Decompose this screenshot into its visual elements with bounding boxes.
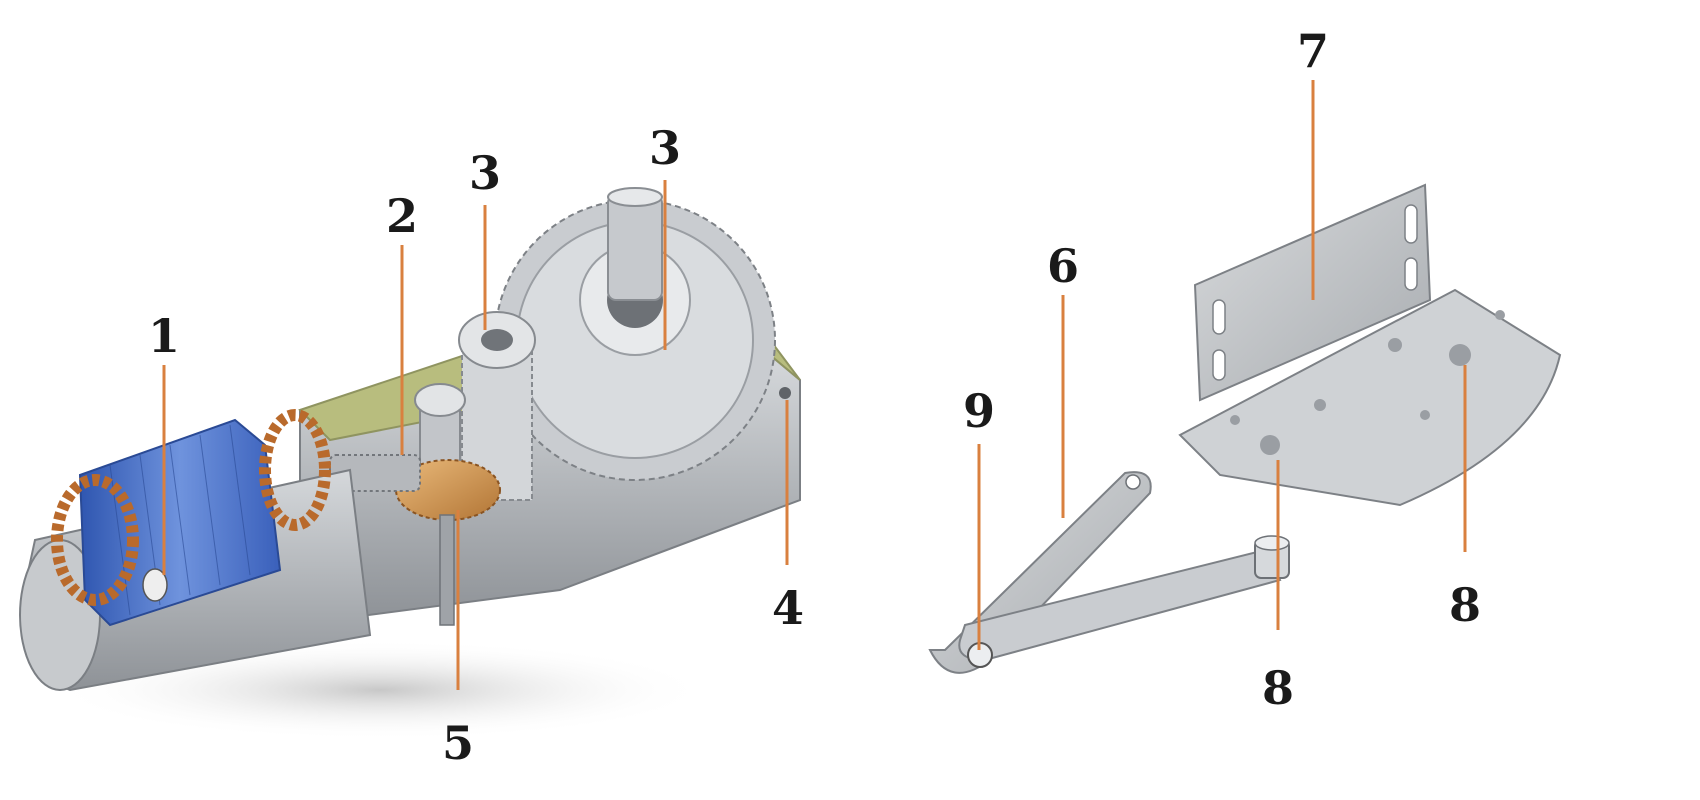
callout-4: 4 [771,581,805,635]
callout-9: 9 [962,384,996,438]
worm-wheel [395,383,501,626]
output-shaft [607,194,663,301]
mounting-bracket [1178,183,1562,507]
linkage-arms [928,471,1290,674]
copper-winding [51,474,139,606]
leader-lines [162,80,1467,690]
motor [19,409,372,692]
callout-2: 2 [385,189,419,243]
callout-3-intermediate-gear: 3 [468,146,502,200]
callout-8-right: 8 [1448,578,1482,632]
gear-motor [19,187,801,740]
worm-shaft [329,454,421,492]
callout-7: 7 [1296,24,1330,78]
callout-6: 6 [1046,239,1080,293]
commutator [142,568,168,602]
callout-5: 5 [441,716,475,770]
callout-1: 1 [147,309,181,363]
output-gear [494,187,776,481]
callout-3-output-gear: 3 [648,121,682,175]
copper-winding [259,409,331,531]
callout-8-center: 8 [1261,661,1295,715]
motor-shadow [50,640,710,740]
housing-screw-hole [779,387,791,399]
